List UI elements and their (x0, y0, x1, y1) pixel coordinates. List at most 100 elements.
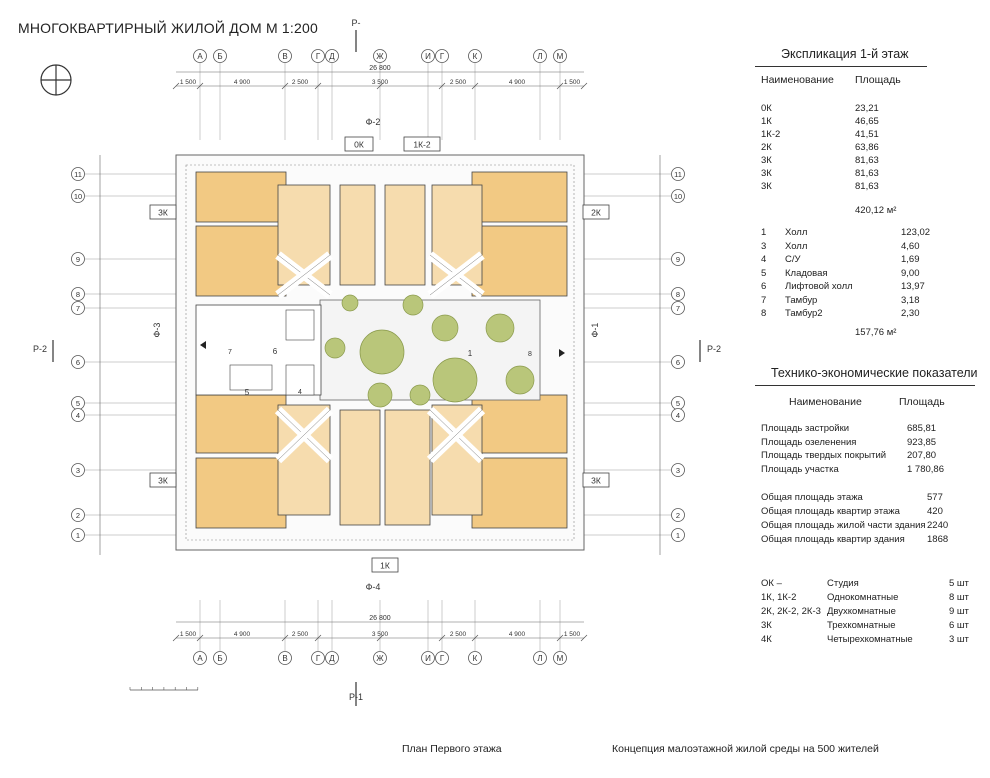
building-row: 577 (927, 492, 943, 503)
facade-marker-bottom: Ф-4 (366, 582, 381, 592)
room-row: 6 (761, 281, 767, 292)
site-inner-boundary (185, 164, 575, 541)
dimension-tick (196, 82, 204, 90)
dimension-span-label: 2 500 (292, 631, 309, 638)
apartment-row: 1К (761, 116, 772, 127)
apartment-block (195, 171, 287, 223)
apartment-type-row: 5 шт (949, 578, 969, 589)
room-row: 8 (761, 308, 767, 319)
dimension-tick (196, 634, 204, 642)
apartment-row: 3К (761, 168, 772, 179)
apartments-total: 420,12 м² (855, 205, 897, 216)
apartment-block (384, 184, 426, 286)
dimension-total-label: 26 800 (369, 65, 391, 72)
column-axis-label: Г (440, 52, 445, 61)
row-axis-marker (671, 508, 685, 522)
column-axis-marker (533, 651, 547, 665)
room-row: 7 (761, 294, 767, 306)
unit-tag-label: 1К-2 (413, 140, 431, 150)
column-axis-label: К (473, 52, 478, 61)
facade-marker-top: Ф-2 (366, 117, 381, 127)
dimension-tick (580, 634, 588, 642)
dimension-span-label: 1 500 (564, 79, 581, 86)
row-axis-marker (71, 355, 85, 369)
room-row: Тамбур2 (785, 308, 823, 319)
apartment-row: 63,86 (855, 142, 879, 153)
explication-col-name: Наименование (761, 74, 834, 86)
row-axis-marker (71, 463, 85, 477)
column-axis-marker (468, 651, 482, 665)
row-axis-marker (671, 189, 685, 203)
facade-marker-right: Ф-1 (590, 323, 600, 338)
row-axis-marker (71, 528, 85, 542)
storage-room (229, 364, 273, 391)
site-row: Площадь застройки (761, 423, 850, 434)
column-axis-marker (325, 49, 339, 63)
room-row: 1 (761, 227, 767, 238)
tep-title: Технико-экономические показатели (771, 366, 978, 380)
room-number-vestibule-2: 8 (528, 351, 532, 358)
unit-tag-label: 2К (591, 208, 601, 218)
row-axis-label: 11 (674, 170, 682, 179)
column-axis-marker (421, 651, 435, 665)
row-axis-marker (71, 189, 85, 203)
building-row: Общая площадь квартир здания (761, 534, 905, 545)
column-axis-marker (325, 651, 339, 665)
column-axis-marker (553, 651, 567, 665)
dimension-tick (471, 82, 479, 90)
footer-concept-caption: Концепция малоэтажной жилой среды на 500… (612, 743, 879, 755)
row-axis-marker (671, 463, 685, 477)
apartment-row: 2К (761, 142, 772, 153)
tep-col-name: Наименование (789, 396, 862, 408)
room-row: 4,60 (901, 240, 920, 252)
unit-tag-label: 0К (354, 140, 364, 150)
section-marker-top: Р- (352, 18, 361, 28)
dimension-tick (172, 634, 180, 642)
corridor-edge (429, 409, 483, 461)
row-axis-marker (71, 167, 85, 181)
unit-tag (149, 204, 177, 220)
tree-icon (432, 357, 478, 403)
dimension-span-label: 1 500 (180, 79, 197, 86)
apartment-block (277, 184, 331, 286)
site-row: 1 780,86 (907, 463, 944, 475)
dimension-tick (314, 634, 322, 642)
room-row: 3,18 (901, 294, 920, 306)
apartment-row: 81,63 (855, 168, 879, 179)
entry-arrow-icon (200, 341, 206, 349)
column-axis-label: Ж (376, 52, 384, 61)
dimension-tick (376, 634, 384, 642)
room-row: Холл (785, 240, 808, 252)
apartment-row: 3К (761, 181, 772, 192)
building-row: Общая площадь квартир этажа (761, 506, 900, 517)
row-axis-label: 2 (76, 511, 80, 520)
tree-icon (431, 314, 459, 342)
facade-marker-left: Ф-3 (152, 323, 162, 338)
row-axis-label: 5 (76, 399, 80, 408)
column-axis-label: В (282, 52, 287, 61)
dimension-span-label: 3 500 (372, 79, 389, 86)
site-row: Площадь озеленения (761, 436, 857, 448)
dimension-span-label: 1 500 (180, 631, 197, 638)
apartment-type-row: 3К (761, 620, 772, 631)
column-axis-marker (193, 651, 207, 665)
row-axis-label: 1 (676, 531, 680, 540)
row-axis-marker (71, 252, 85, 266)
tree-icon (359, 329, 405, 375)
column-axis-marker (278, 651, 292, 665)
column-axis-marker (553, 49, 567, 63)
row-axis-marker (71, 408, 85, 422)
explication-title: Экспликация 1-й этаж (781, 47, 909, 61)
dimension-tick (376, 82, 384, 90)
apartment-row: 0К (761, 103, 772, 114)
building-row: Общая площадь жилой части здания (761, 520, 926, 531)
apartment-type-row: 6 шт (949, 620, 969, 631)
column-axis-label: Л (537, 654, 542, 663)
dimension-span-label: 2 500 (450, 631, 467, 638)
row-axis-label: 6 (76, 358, 80, 367)
tree-icon (409, 384, 431, 406)
apartment-type-row: Однокомнатные (827, 592, 899, 603)
apartment-block (384, 409, 431, 526)
unit-tag-label: 3К (591, 476, 601, 486)
apartment-type-row: 4К (761, 634, 772, 645)
